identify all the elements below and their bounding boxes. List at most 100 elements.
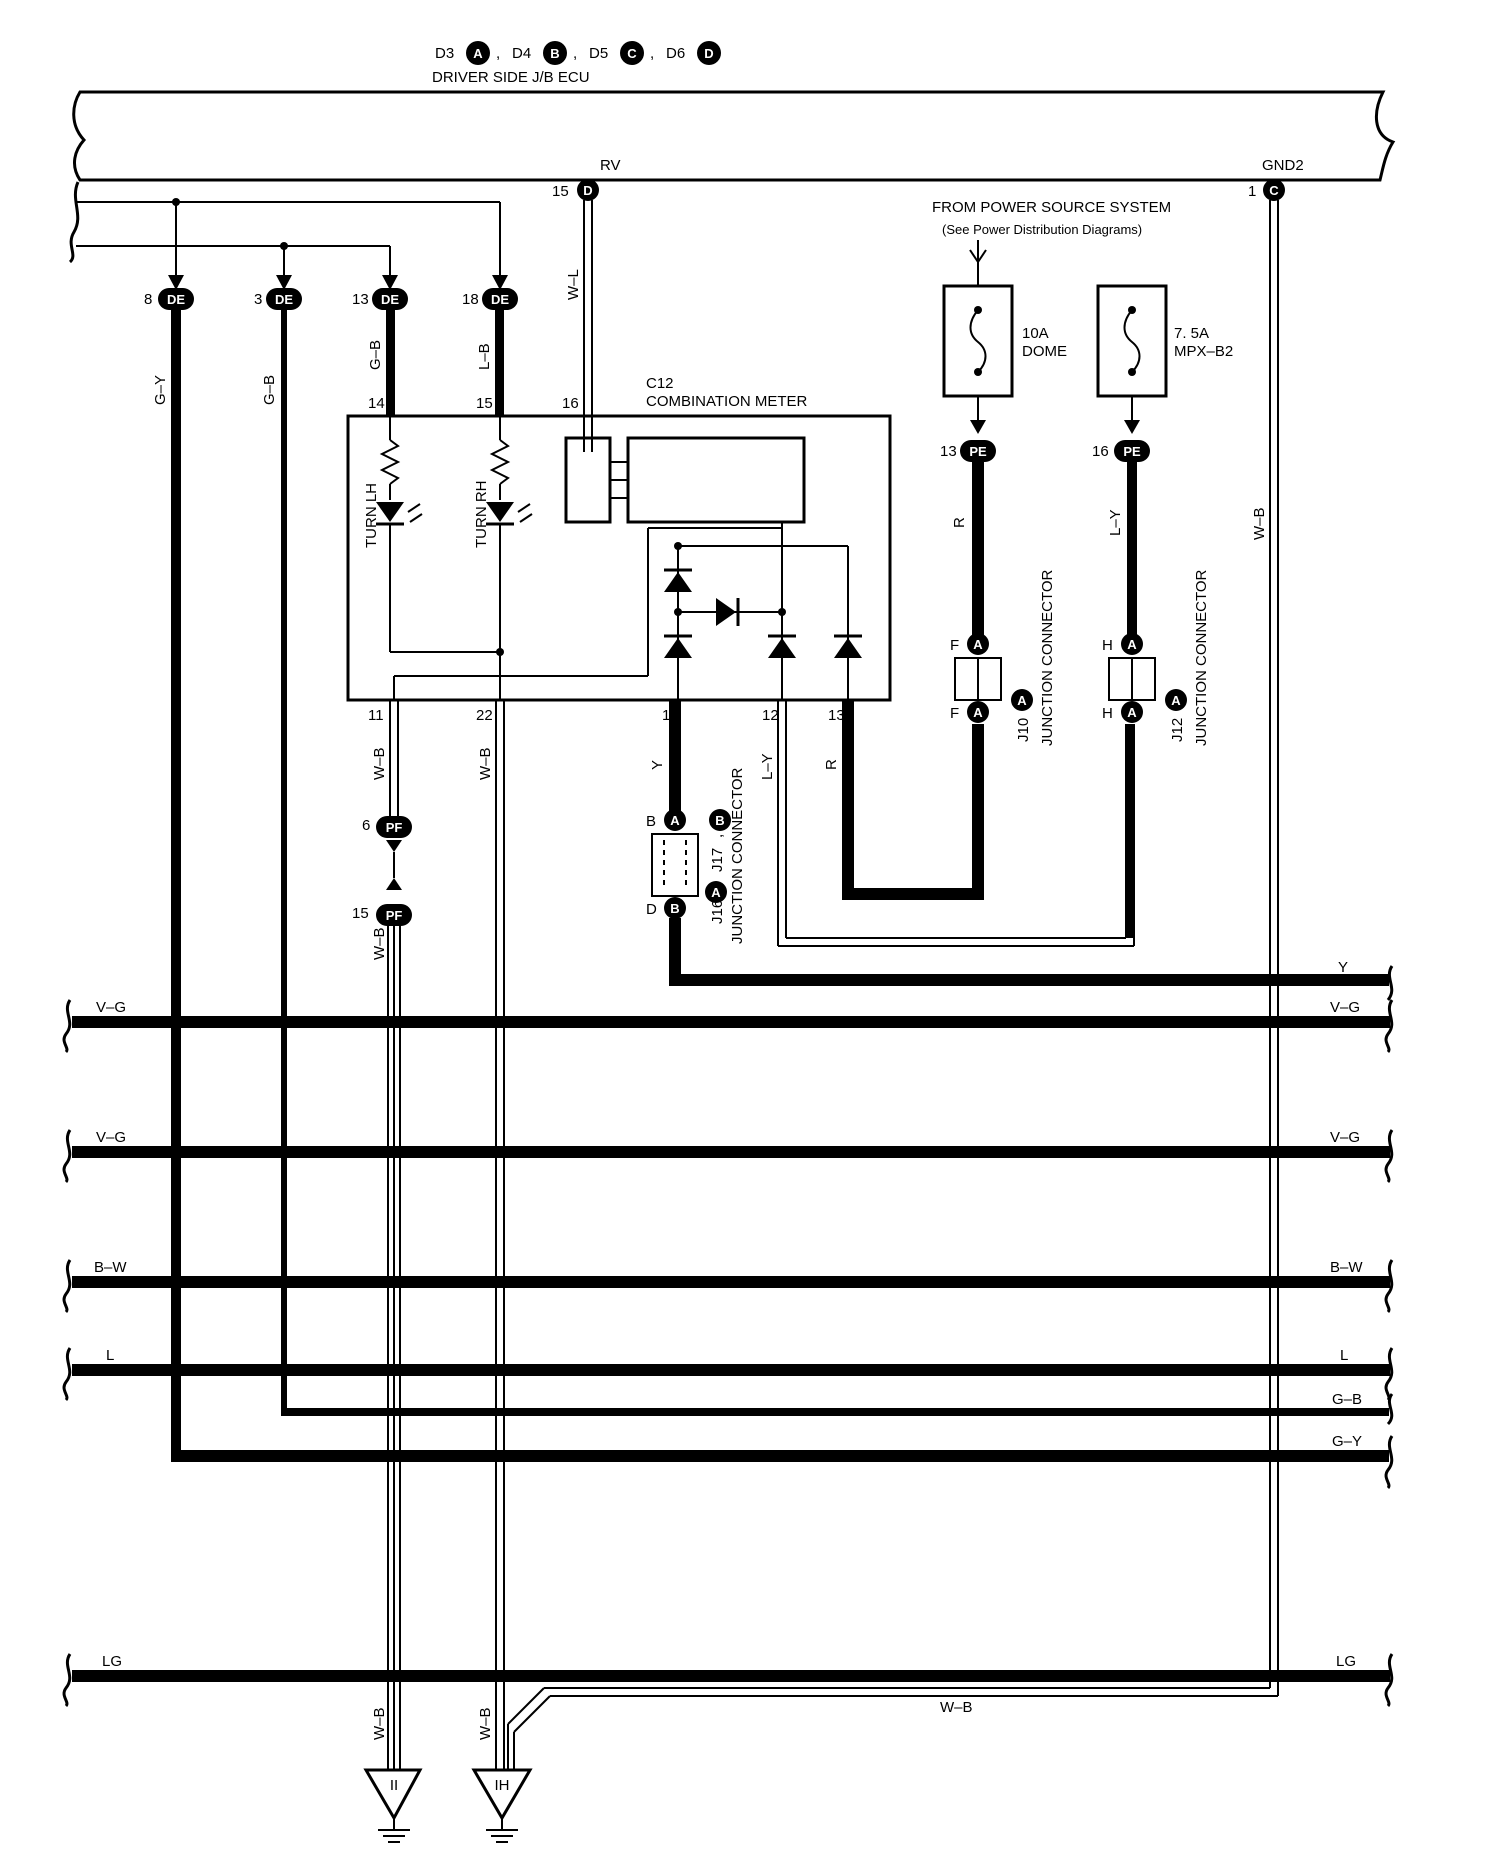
svg-text:F: F bbox=[950, 705, 959, 722]
svg-text:A: A bbox=[711, 885, 721, 900]
svg-text:B: B bbox=[670, 901, 679, 916]
svg-text:DE: DE bbox=[381, 292, 399, 307]
fuse-mpx-b2: 7. 5A MPX–B2 bbox=[1096, 284, 1233, 434]
wire-label-wb-pf: W–B bbox=[371, 927, 388, 960]
svg-text:22: 22 bbox=[476, 707, 493, 724]
pe-connectors: 13 PE 16 PE bbox=[940, 440, 1150, 462]
connector-letter-c: C bbox=[627, 46, 637, 61]
svg-text:PE: PE bbox=[1123, 444, 1141, 459]
svg-text:A: A bbox=[973, 637, 983, 652]
power-source-line2: (See Power Distribution Diagrams) bbox=[942, 222, 1142, 237]
svg-text:,: , bbox=[650, 45, 654, 62]
wire-label-vg2-right: V–G bbox=[1330, 1129, 1360, 1146]
connector-d3: D3 bbox=[435, 45, 454, 62]
power-source: FROM POWER SOURCE SYSTEM (See Power Dist… bbox=[932, 199, 1171, 237]
connector-d5: D5 bbox=[589, 45, 608, 62]
wire-label-lg-right: LG bbox=[1336, 1653, 1356, 1670]
svg-text:1: 1 bbox=[662, 707, 670, 724]
turn-rh: TURN RH bbox=[473, 481, 490, 549]
svg-text:C: C bbox=[1269, 183, 1279, 198]
wire-label-wb-11: W–B bbox=[371, 747, 388, 780]
svg-text:,: , bbox=[573, 45, 577, 62]
fuse-dome-amp: 10A bbox=[1022, 325, 1049, 342]
wire-label-lg-left: LG bbox=[102, 1653, 122, 1670]
rv-pin: 15 D bbox=[552, 179, 599, 201]
wire-label-vg2-left: V–G bbox=[96, 1129, 126, 1146]
wire-label-gy: G–Y bbox=[152, 375, 169, 405]
ecu-name: DRIVER SIDE J/B ECU bbox=[432, 69, 590, 86]
fuse-mpx-name: MPX–B2 bbox=[1174, 343, 1233, 360]
connector-d6: D6 bbox=[666, 45, 685, 62]
wire-label-wb-ih: W–B bbox=[477, 1707, 494, 1740]
svg-text:13: 13 bbox=[828, 707, 845, 724]
junction-j17: J17 bbox=[709, 848, 726, 872]
wire-label-y-meter: Y bbox=[649, 760, 666, 770]
wire-label-wb-gnd2: W–B bbox=[1251, 507, 1268, 540]
ground-ii-label: II bbox=[390, 1777, 398, 1794]
junction-j12: H A H A A J12 JUNCTION CONNECTOR bbox=[1102, 569, 1210, 746]
ground-ih: IH bbox=[471, 1768, 533, 1843]
svg-text:15: 15 bbox=[476, 395, 493, 412]
svg-text:1: 1 bbox=[1248, 183, 1256, 200]
wire-label-wb-ii: W–B bbox=[371, 1707, 388, 1740]
ground-ih-label: IH bbox=[495, 1777, 510, 1794]
svg-text:PF: PF bbox=[386, 908, 403, 923]
meter-name: COMBINATION METER bbox=[646, 393, 808, 410]
junction-j12-label: JUNCTION CONNECTOR bbox=[1193, 569, 1210, 746]
pin-de-3: 3 bbox=[254, 291, 262, 308]
wire-label-lb: L–B bbox=[476, 343, 493, 370]
svg-text:16: 16 bbox=[1092, 443, 1109, 460]
junction-j10: F A F A A J10 JUNCTION CONNECTOR bbox=[950, 569, 1056, 746]
junction-j16-label: JUNCTION CONNECTOR bbox=[729, 767, 746, 944]
svg-text:12: 12 bbox=[762, 707, 779, 724]
wire-label-y-right: Y bbox=[1338, 959, 1348, 976]
gnd2-pin: 1 C bbox=[1248, 179, 1285, 201]
pin-label-rv: RV bbox=[600, 157, 621, 174]
turn-lh: TURN LH bbox=[363, 483, 380, 548]
meter-code: C12 bbox=[646, 375, 674, 392]
wire-label-vg1-left: V–G bbox=[96, 999, 126, 1016]
wire-label-gy-right: G–Y bbox=[1332, 1433, 1362, 1450]
svg-text:A: A bbox=[973, 705, 983, 720]
connector-code-header: D3 A , D4 B , D5 C , D6 D DRIVER SIDE J/… bbox=[432, 41, 721, 86]
svg-text:15: 15 bbox=[552, 183, 569, 200]
junction-j10-label: JUNCTION CONNECTOR bbox=[1039, 569, 1056, 746]
wire-label-ly-mpx: L–Y bbox=[1107, 509, 1124, 536]
svg-text:D: D bbox=[646, 901, 657, 918]
svg-text:B: B bbox=[646, 813, 656, 830]
pin-de-13: 13 bbox=[352, 291, 369, 308]
svg-text:D: D bbox=[583, 183, 592, 198]
wire-label-gb-left: G–B bbox=[261, 375, 278, 405]
ecu-box bbox=[72, 90, 1396, 182]
svg-text:PE: PE bbox=[969, 444, 987, 459]
connector-letter-d: D bbox=[704, 46, 713, 61]
combination-meter: C12 COMBINATION METER 14 15 16 TURN LH T… bbox=[346, 375, 892, 724]
junction-j16: J16 bbox=[709, 900, 726, 924]
wire-label-l-right: L bbox=[1340, 1347, 1348, 1364]
wire-label-wb-22: W–B bbox=[477, 747, 494, 780]
svg-text:,: , bbox=[496, 45, 500, 62]
wire-label-bw-left: B–W bbox=[94, 1259, 127, 1276]
wire-label-wl: W–L bbox=[565, 269, 582, 300]
svg-text:A: A bbox=[670, 813, 680, 828]
svg-text:14: 14 bbox=[368, 395, 385, 412]
svg-text:DE: DE bbox=[167, 292, 185, 307]
svg-text:6: 6 bbox=[362, 817, 370, 834]
svg-text:A: A bbox=[1127, 705, 1137, 720]
connector-d4: D4 bbox=[512, 45, 531, 62]
fuse-dome: 10A DOME bbox=[942, 240, 1067, 434]
fuse-mpx-amp: 7. 5A bbox=[1174, 325, 1209, 342]
fuse-dome-name: DOME bbox=[1022, 343, 1067, 360]
svg-text:DE: DE bbox=[275, 292, 293, 307]
svg-text:A: A bbox=[1017, 693, 1027, 708]
svg-text:13: 13 bbox=[940, 443, 957, 460]
wire-label-gb: G–B bbox=[367, 340, 384, 370]
svg-text:H: H bbox=[1102, 705, 1113, 722]
svg-text:A: A bbox=[1171, 693, 1181, 708]
svg-text:H: H bbox=[1102, 637, 1113, 654]
svg-text:B: B bbox=[715, 813, 724, 828]
de-connectors: DE 8 DE 3 DE 13 DE 18 bbox=[144, 288, 518, 310]
junction-j16-j17: B A D B B J17 , A J16 JUNCTION CONNECTOR bbox=[646, 767, 746, 944]
pin-label-gnd2: GND2 bbox=[1262, 157, 1304, 174]
svg-text:F: F bbox=[950, 637, 959, 654]
